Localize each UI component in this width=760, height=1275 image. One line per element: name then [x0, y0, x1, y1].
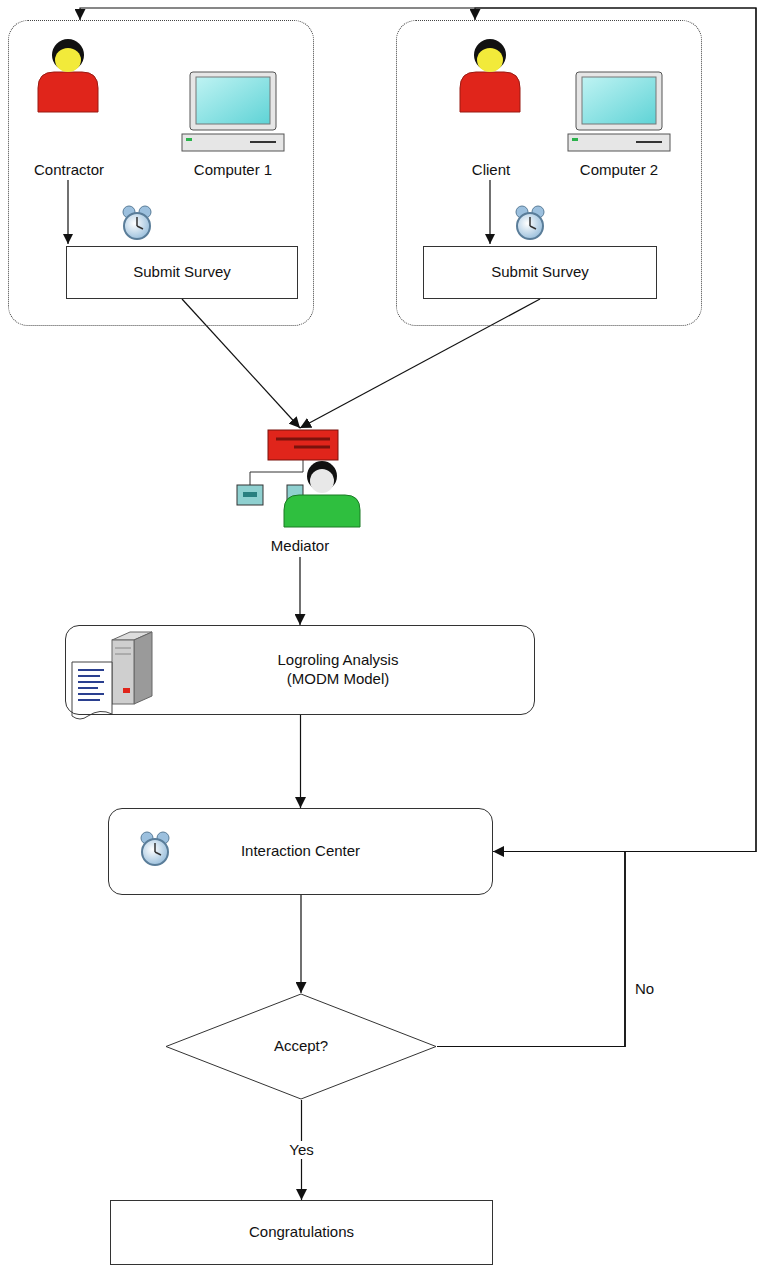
flow-connector [300, 895, 301, 993]
node-label: Submit Survey [133, 263, 231, 282]
node-label: Client [472, 161, 510, 180]
mediator-icon [237, 430, 360, 527]
flow-connector [300, 299, 540, 428]
node-label: Interaction Center [241, 842, 360, 861]
flow-connector [182, 299, 300, 428]
node-label: Computer 2 [580, 161, 658, 180]
computer-icon [568, 72, 670, 151]
node-label: Submit Survey [491, 263, 589, 282]
mediator-node: Mediator [225, 425, 375, 557]
computer-icon [182, 72, 284, 151]
flow-connector [80, 8, 756, 1047]
edge-label: No [632, 980, 657, 998]
participant-group: Submit Survey Contractor Computer 1 [8, 20, 314, 326]
analysis-box: Logroling Analysis (MODM Model) [65, 625, 535, 715]
flow-arrow [67, 180, 68, 244]
process-box: Interaction Center [108, 808, 493, 895]
flow-connector [437, 852, 625, 1047]
clock-icon [141, 832, 169, 865]
node-label: Computer 1 [194, 161, 272, 180]
node-label: Congratulations [249, 1223, 354, 1242]
person-icon [38, 39, 98, 112]
flow-connector [300, 715, 301, 808]
clock-icon [123, 206, 151, 239]
person-icon [460, 39, 520, 112]
server-icon [72, 632, 152, 719]
clock-icon [516, 206, 544, 239]
process-box: Submit Survey [423, 246, 657, 299]
node-label: Contractor [34, 161, 104, 180]
node-label: Accept? [274, 1037, 328, 1056]
terminal-box: Congratulations [110, 1200, 493, 1265]
process-box: Submit Survey [66, 246, 298, 299]
edge-label: Yes [286, 1141, 316, 1159]
decision-diamond: Accept? [165, 993, 437, 1100]
node-label: Mediator [271, 537, 329, 556]
participant-group: Submit Survey Client Computer 2 [396, 20, 702, 326]
flow-connector [299, 557, 300, 625]
node-label: Logroling Analysis (MODM Model) [258, 651, 418, 689]
flow-arrow [489, 180, 490, 244]
flow-connector [437, 8, 756, 1047]
